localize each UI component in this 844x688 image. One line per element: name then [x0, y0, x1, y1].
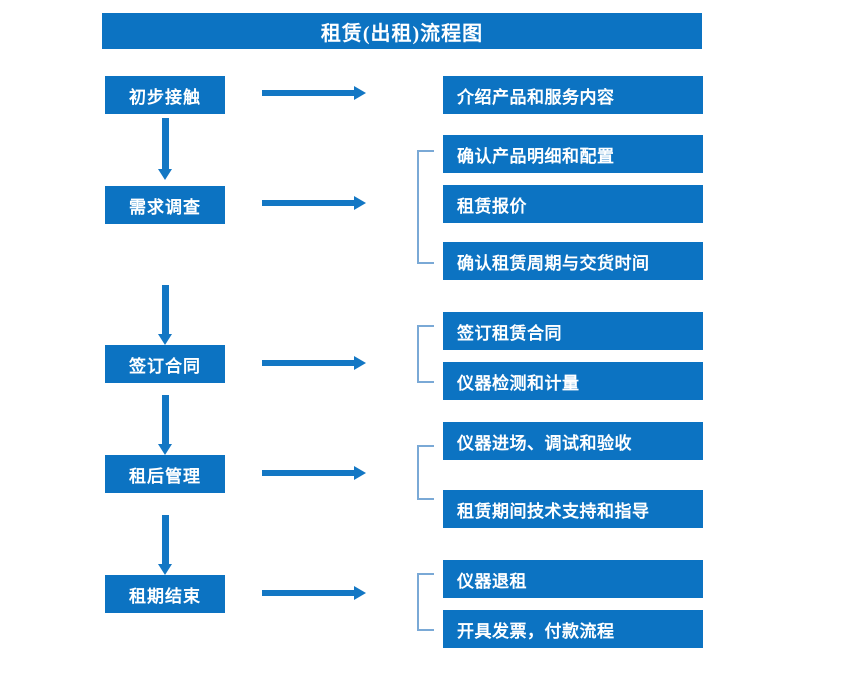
arrow-shaft	[162, 515, 169, 564]
arrow-head	[354, 86, 366, 100]
detail-box-intro-products[interactable]: 介绍产品和服务内容	[443, 76, 703, 114]
detail-box-instrument-inspection[interactable]: 仪器检测和计量	[443, 362, 703, 400]
arrow-right-icon-row5	[262, 586, 366, 600]
arrow-right-icon-row4	[262, 466, 366, 480]
group-bracket-post-rental-management	[417, 445, 434, 500]
arrow-head	[158, 169, 172, 180]
arrow-right-icon-row3	[262, 356, 366, 370]
detail-box-sign-rental-contract[interactable]: 签订租赁合同	[443, 312, 703, 350]
arrow-shaft	[262, 90, 355, 96]
group-bracket-sign-contract	[417, 325, 434, 383]
detail-box-technical-support[interactable]: 租赁期间技术支持和指导	[443, 490, 703, 528]
detail-box-invoice-payment[interactable]: 开具发票，付款流程	[443, 610, 703, 648]
arrow-down-icon-row3-to-row4	[158, 395, 172, 455]
arrow-head	[354, 466, 366, 480]
stage-box-rental-end[interactable]: 租期结束	[105, 575, 225, 613]
detail-box-confirm-product-details[interactable]: 确认产品明细和配置	[443, 135, 703, 173]
arrow-shaft	[262, 470, 355, 476]
arrow-shaft	[162, 395, 169, 444]
detail-box-confirm-period-delivery[interactable]: 确认租赁周期与交货时间	[443, 242, 703, 280]
stage-box-needs-survey[interactable]: 需求调查	[105, 186, 225, 224]
detail-box-instrument-onsite-commissioning[interactable]: 仪器进场、调试和验收	[443, 422, 703, 460]
arrow-head	[158, 334, 172, 345]
arrow-shaft	[162, 118, 169, 169]
arrow-down-icon-row2-to-row3	[158, 285, 172, 345]
arrow-head	[158, 564, 172, 575]
arrow-shaft	[262, 590, 355, 596]
detail-box-instrument-return[interactable]: 仪器退租	[443, 560, 703, 598]
arrow-head	[354, 196, 366, 210]
arrow-shaft	[262, 360, 355, 366]
arrow-down-icon-row1-to-row2	[158, 118, 172, 180]
group-bracket-needs-survey	[417, 150, 434, 264]
diagram-title: 租赁(出租)流程图	[102, 13, 702, 49]
arrow-right-icon-row1	[262, 86, 366, 100]
arrow-right-icon-row2	[262, 196, 366, 210]
arrow-shaft	[162, 285, 169, 334]
stage-box-post-rental-management[interactable]: 租后管理	[105, 455, 225, 493]
stage-box-sign-contract[interactable]: 签订合同	[105, 345, 225, 383]
stage-box-initial-contact[interactable]: 初步接触	[105, 76, 225, 114]
arrow-shaft	[262, 200, 355, 206]
detail-box-rental-quote[interactable]: 租赁报价	[443, 185, 703, 223]
arrow-head	[354, 586, 366, 600]
group-bracket-rental-end	[417, 573, 434, 631]
arrow-head	[354, 356, 366, 370]
arrow-head	[158, 444, 172, 455]
arrow-down-icon-row4-to-row5	[158, 515, 172, 575]
